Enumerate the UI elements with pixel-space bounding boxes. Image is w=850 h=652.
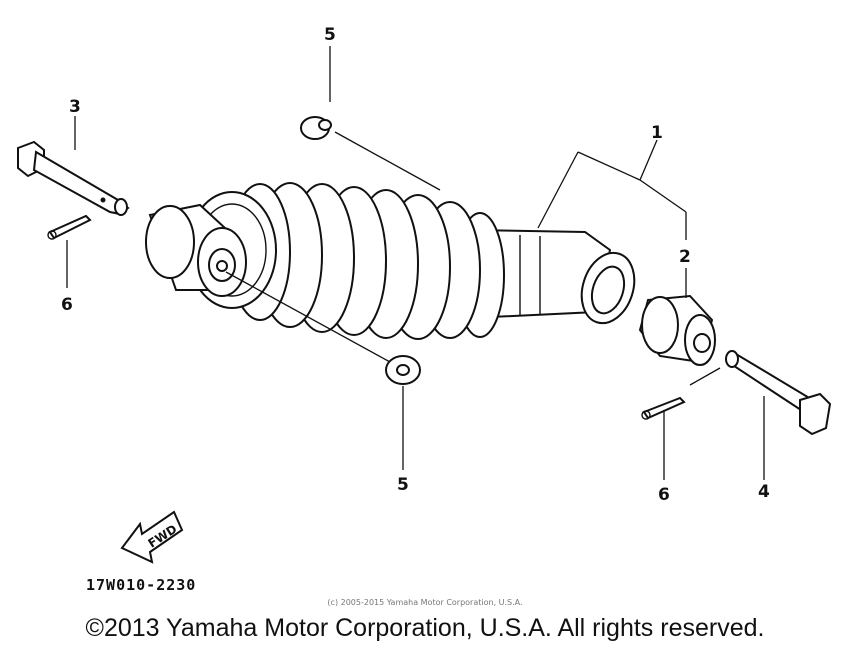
- part-6-cotter-pin-left: [47, 214, 92, 240]
- rear-shock-exploded-diagram: 1 2 3 4 5 5 6 6 FWD 17W010-2230: [17, 25, 832, 594]
- callout-6-left: 6: [61, 295, 73, 315]
- drawing-code: 17W010-2230: [86, 576, 196, 594]
- small-copyright-notice: (c) 2005-2015 Yamaha Motor Corporation, …: [327, 598, 523, 607]
- callout-5-upper: 5: [324, 25, 336, 45]
- part-2-bushing: [638, 294, 716, 366]
- part-5-washer-upper: [300, 116, 332, 140]
- part-5-washer-lower: [385, 355, 421, 385]
- callout-1: 1: [651, 123, 663, 143]
- callout-2: 2: [679, 247, 691, 267]
- part-4-bolt: [725, 350, 832, 436]
- part-1-shock-absorber: [145, 182, 636, 340]
- callout-3: 3: [69, 97, 81, 117]
- callout-6-right: 6: [658, 485, 670, 505]
- part-3-bolt: [17, 140, 130, 216]
- copyright-notice: ©2013 Yamaha Motor Corporation, U.S.A. A…: [85, 614, 765, 642]
- callout-5-lower: 5: [397, 475, 409, 495]
- fwd-arrow-icon: FWD: [120, 510, 184, 564]
- leader-lines: [66, 46, 765, 480]
- callout-4: 4: [758, 482, 770, 502]
- part-6-cotter-pin-right: [641, 396, 686, 420]
